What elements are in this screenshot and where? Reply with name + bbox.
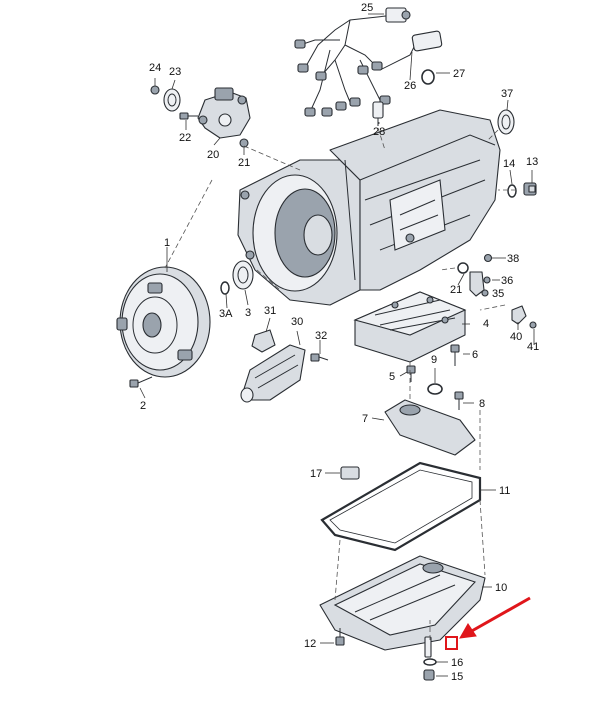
bracket-21b	[457, 262, 485, 297]
label-14: 14	[503, 158, 515, 170]
bolt-2	[129, 376, 153, 388]
plug-13	[523, 182, 537, 196]
label-11: 11	[499, 485, 510, 497]
washer-35	[481, 289, 489, 297]
bolt-5	[406, 365, 416, 382]
label-16: 16	[451, 657, 463, 669]
label-36: 36	[501, 275, 513, 287]
label-13: 13	[526, 156, 538, 168]
oring-3a	[220, 281, 230, 295]
label-38: 38	[507, 253, 519, 265]
oil-seal-23	[163, 88, 181, 112]
label-28: 28	[373, 126, 385, 138]
bolt-16	[424, 636, 432, 658]
seal-3	[232, 260, 254, 290]
valve-body	[353, 291, 467, 363]
label-4: 4	[483, 318, 489, 330]
highlight-arrow-shaft	[469, 596, 531, 634]
label-12: 12	[304, 638, 316, 650]
bolt-41	[529, 321, 537, 329]
pad-17	[340, 466, 360, 480]
seal-37	[497, 109, 515, 135]
label-23: 23	[169, 66, 181, 78]
bolt-6	[450, 344, 460, 366]
label-40: 40	[510, 331, 522, 343]
label-8: 8	[479, 398, 485, 410]
bolt-32	[310, 353, 329, 362]
highlight-annotation	[445, 596, 531, 650]
label-5: 5	[389, 371, 395, 383]
label-2: 2	[140, 400, 146, 412]
label-35: 35	[492, 288, 504, 300]
label-15: 15	[451, 671, 463, 683]
label-20: 20	[207, 149, 219, 161]
label-3a: 3A	[219, 308, 233, 320]
actuator-30	[240, 344, 306, 403]
label-32: 32	[315, 330, 327, 342]
plug-15	[423, 669, 435, 681]
torque-converter	[116, 266, 211, 378]
label-26: 26	[404, 80, 416, 92]
leader-lines	[139, 13, 535, 677]
label-24: 24	[149, 62, 161, 74]
selector-switch	[197, 87, 251, 139]
part-labels: 1 2 3 3A 4 5 6 7 8 9 10 11 12 13 14 15 1…	[140, 2, 539, 683]
label-30: 30	[291, 316, 303, 328]
washer-16	[423, 658, 437, 666]
label-7: 7	[362, 413, 368, 425]
label-6: 6	[472, 349, 478, 361]
transmission-housing	[237, 109, 501, 306]
label-10: 10	[495, 582, 507, 594]
label-41: 41	[527, 341, 539, 353]
label-27: 27	[453, 68, 465, 80]
highlight-box	[445, 636, 458, 650]
oring-9	[427, 383, 443, 395]
label-31: 31	[264, 305, 276, 317]
label-21-right: 21	[450, 284, 462, 296]
label-3: 3	[245, 307, 251, 319]
label-1: 1	[164, 237, 170, 249]
label-9: 9	[431, 354, 437, 366]
oil-filter	[384, 399, 476, 456]
bolt-36	[483, 276, 491, 284]
label-37: 37	[501, 88, 513, 100]
seal-ring-27	[421, 69, 435, 85]
plug-24	[150, 85, 160, 95]
bolt-8	[454, 391, 464, 410]
highlight-arrow-head	[459, 623, 477, 639]
label-17: 17	[310, 468, 322, 480]
nut-21a	[239, 138, 249, 148]
clip-31	[251, 329, 276, 353]
bolt-12	[335, 628, 345, 646]
oil-pan	[319, 555, 486, 651]
sensor-40	[511, 305, 527, 325]
wiring-harness	[294, 7, 443, 126]
plug-38	[483, 253, 493, 263]
alignment-lines	[164, 127, 516, 640]
oring-14	[507, 184, 517, 198]
label-22: 22	[179, 132, 191, 144]
bolt-22	[179, 112, 198, 120]
label-25: 25	[361, 2, 373, 14]
label-21-top: 21	[238, 157, 250, 169]
